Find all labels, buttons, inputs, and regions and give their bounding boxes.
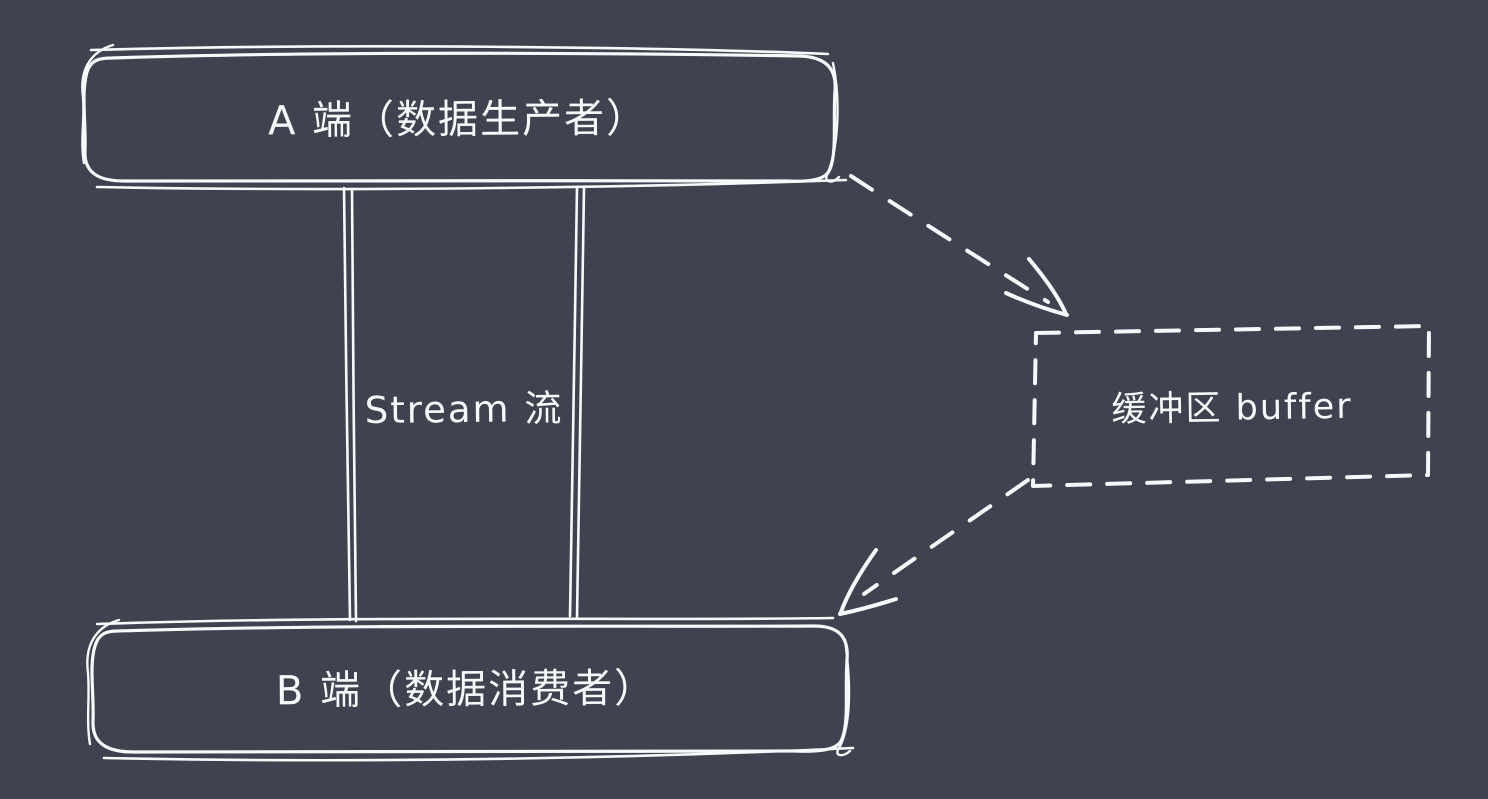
node-a-left-curl: [81, 43, 115, 165]
stream-line-right-1: [568, 185, 579, 618]
node-a-top-overdraw: [89, 45, 830, 56]
node-b-bottom-overdraw: [102, 746, 855, 762]
node-a-bottom-overdraw: [95, 178, 848, 191]
node-b-label: B 端（数据消费者）: [275, 665, 657, 715]
arrow-a-to-buffer-head-lower: [1004, 291, 1069, 317]
stream-line-left-1: [342, 186, 352, 622]
arrow-a-to-buffer-head-upper: [1027, 257, 1068, 316]
node-a-label: A 端（数据生产者）: [267, 95, 649, 145]
arrow-buffer-to-b: [838, 478, 1030, 616]
stream-line-left-2: [350, 187, 358, 623]
buffer-outline: [1031, 324, 1431, 488]
buffer-box: [1031, 324, 1431, 488]
buffer-label: 缓冲区 buffer: [1111, 386, 1353, 431]
node-b-left-curl: [86, 618, 121, 746]
arrow-a-to-buffer-shaft: [849, 174, 1050, 304]
arrow-buffer-to-b-head-lower: [838, 597, 898, 616]
node-a-box: [81, 43, 848, 191]
node-a-right-curl: [825, 61, 841, 183]
node-b-top-overdraw: [95, 616, 835, 626]
stream-lines: [342, 185, 586, 623]
arrow-buffer-to-b-head-upper: [839, 548, 878, 614]
stream-edge-label: Stream 流: [364, 386, 564, 433]
arrow-buffer-to-b-shaft: [862, 478, 1030, 596]
node-b-box: [86, 616, 855, 762]
node-b-right-curl: [836, 638, 852, 757]
arrow-a-to-buffer: [849, 174, 1069, 317]
stream-line-right-2: [575, 186, 586, 619]
